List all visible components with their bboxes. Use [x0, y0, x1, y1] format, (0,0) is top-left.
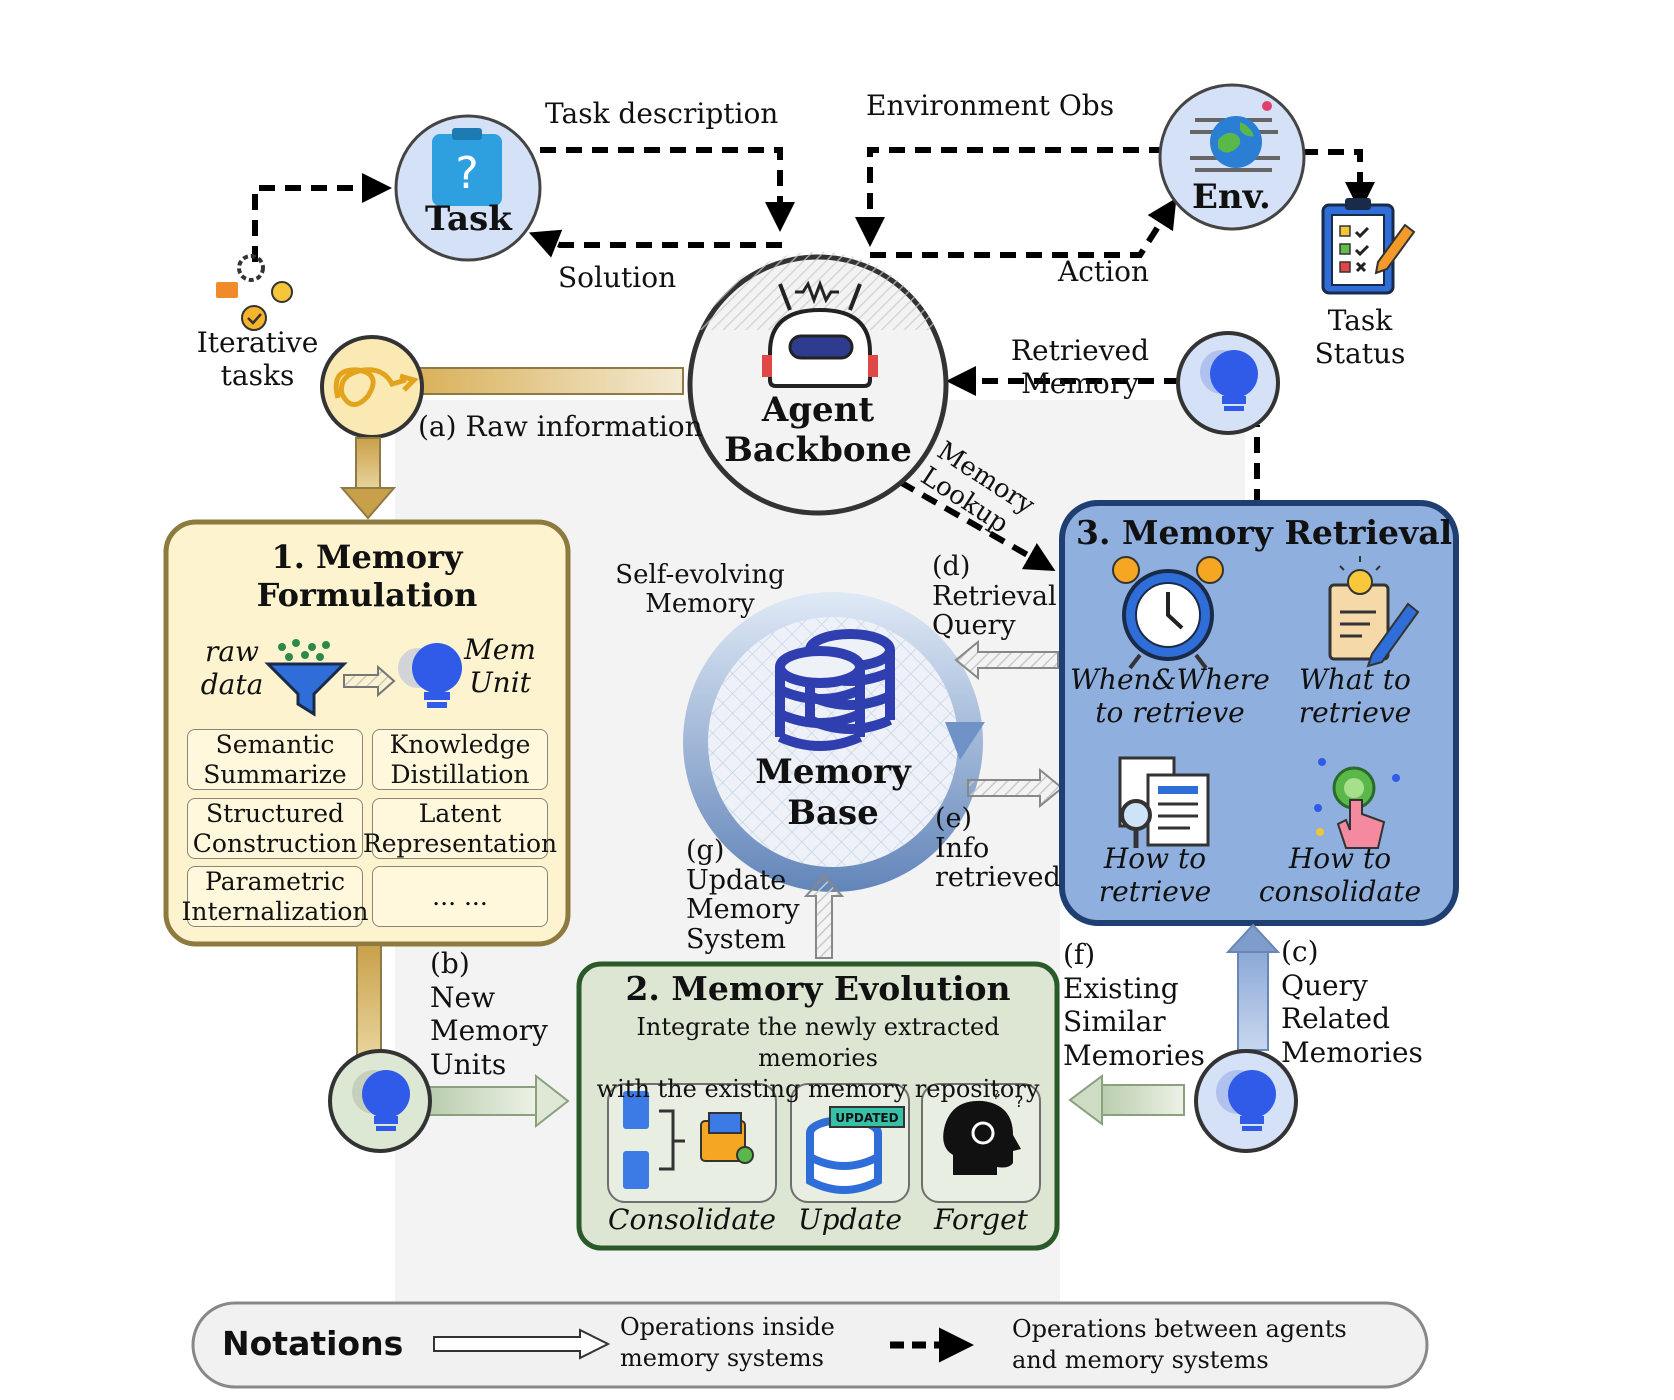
raw-info-loop-node — [320, 335, 424, 439]
raw-information-arrow — [417, 367, 684, 395]
op-forget-label: Forget — [934, 1203, 1028, 1236]
task-description-label: Task description — [545, 97, 779, 130]
updated-stamp: UPDATED — [835, 1111, 898, 1125]
formulation-cell-latent-representation: Latent Representation — [362, 798, 558, 859]
forget-head-icon: ? ? — [943, 1088, 1024, 1175]
memory-lookup-arrow — [898, 479, 1056, 571]
info-retrieved-label: (e) Info retrieved — [935, 803, 1061, 894]
notation-inside-label: Operations inside memory systems — [620, 1313, 835, 1373]
retrieval-title: 3. Memory Retrieval — [1076, 513, 1453, 552]
retrieved-memory-bulb-node — [1176, 331, 1280, 435]
iterative-tasks-icon — [216, 254, 293, 331]
op-update-label: Update — [798, 1203, 902, 1236]
mem-unit-bulb-icon — [398, 643, 462, 708]
action-label: Action — [1058, 255, 1149, 288]
formulation-cell-structured-construction: Structured Construction — [187, 798, 363, 859]
task-description-arrow — [540, 147, 795, 232]
query-related-memories-label: (c) Query Related Memories — [1281, 935, 1423, 1069]
svg-text:?: ? — [1015, 1092, 1024, 1111]
retrieval-how: How to retrieve — [1098, 842, 1212, 908]
svg-text:?: ? — [993, 1088, 999, 1102]
agent-backbone-label: Agent Backbone — [724, 390, 912, 471]
new-memory-bulb-node — [328, 1049, 432, 1153]
existing-similar-arrow — [1068, 1074, 1185, 1126]
evolution-title: 2. Memory Evolution — [625, 969, 1011, 1008]
raw-data-label: raw data — [200, 635, 264, 701]
formulation-inner-arrow — [343, 664, 396, 698]
evolution-description: Integrate the newly extracted memories w… — [596, 1013, 1040, 1104]
alarm-clock-icon — [1112, 556, 1224, 670]
task-title: Task — [425, 199, 512, 239]
raw-information-label: (a) Raw information — [418, 410, 703, 443]
database-icon — [775, 629, 895, 751]
environment-obs-label: Environment Obs — [866, 89, 1115, 122]
action-arrow — [870, 197, 1177, 258]
existing-similar-memories-label: (f) Existing Similar Memories — [1063, 938, 1205, 1072]
formulation-cell-more: ... ... — [372, 866, 548, 927]
new-memory-units-label: (b) New Memory Units — [430, 947, 548, 1081]
iterative-tasks-arrow — [252, 173, 392, 262]
notations-title: Notations — [222, 1324, 404, 1363]
existing-memory-bulb-node — [1194, 1049, 1298, 1153]
memory-base-node — [683, 592, 985, 892]
notations-box — [191, 1301, 1429, 1389]
retrieval-how-consolidate: How to consolidate — [1258, 842, 1422, 908]
retrieved-memory-label: Retrieved Memory — [1010, 334, 1150, 400]
formulation-title: 1. Memory Formulation — [256, 538, 478, 615]
info-retrieved-arrow — [967, 767, 1064, 809]
new-memory-units-arrow — [356, 944, 570, 1129]
query-related-arrow — [1225, 923, 1281, 1051]
update-database-icon: UPDATED — [806, 1106, 905, 1194]
touch-button-icon — [1314, 758, 1400, 849]
solution-arrow — [528, 229, 782, 258]
agent-backbone-node — [687, 251, 949, 516]
environment-obs-arrow — [855, 147, 1165, 247]
retrieval-query-arrow — [954, 639, 1059, 681]
task-node: ? — [394, 114, 542, 262]
task-status-icon — [1321, 198, 1416, 295]
formulation-cell-semantic-summarize: Semantic Summarize — [187, 729, 363, 790]
op-consolidate-label: Consolidate — [608, 1203, 776, 1236]
document-search-icon — [1118, 756, 1210, 848]
task-status-label: Task Status — [1314, 304, 1406, 370]
notation-between-label: Operations between agents and memory sys… — [1012, 1315, 1347, 1375]
formulation-cell-parametric-internalization: Parametric Internalization — [181, 866, 369, 927]
retrieval-query-label: (d) Retrieval Query — [932, 551, 1057, 642]
consolidate-icon — [623, 1091, 754, 1189]
retrieval-when-where: When&Where to retrieve — [1070, 663, 1270, 729]
mem-unit-label: Mem Unit — [464, 633, 536, 699]
env-node — [1158, 83, 1306, 231]
idea-note-icon — [1328, 556, 1420, 668]
retrieval-what: What to retrieve — [1298, 663, 1412, 729]
notation-hollow-arrow — [433, 1328, 611, 1360]
update-memory-system-label: (g) Update Memory System — [686, 835, 800, 956]
iterative-tasks-label: Iterative tasks — [196, 326, 319, 392]
dashed-arrows — [252, 147, 1375, 571]
env-title: Env. — [1192, 177, 1271, 217]
formulation-cell-knowledge-distillation: Knowledge Distillation — [372, 729, 548, 790]
svg-text:?: ? — [455, 148, 478, 199]
memory-base-label: Memory Base — [755, 752, 911, 833]
task-status-arrow — [1302, 149, 1375, 212]
self-evolving-memory-label: Self-evolving Memory — [615, 560, 785, 619]
update-memory-system-arrow — [803, 874, 845, 959]
funnel-icon — [264, 639, 348, 717]
gold-down-arrow — [339, 437, 397, 520]
forget-card[interactable]: ? ? — [921, 1083, 1041, 1203]
update-card[interactable]: UPDATED — [790, 1083, 910, 1203]
solution-label: Solution — [558, 261, 677, 294]
consolidate-card[interactable] — [607, 1083, 777, 1203]
